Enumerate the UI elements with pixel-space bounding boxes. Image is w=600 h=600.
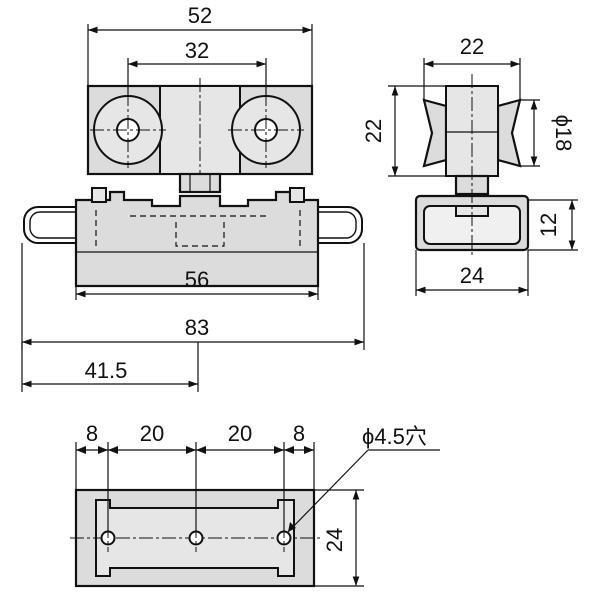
dim-bracket-width: 24 — [460, 263, 484, 288]
dim-plan-width: 24 — [322, 528, 347, 552]
dim-base-length: 56 — [185, 267, 209, 292]
dim-overall-length: 83 — [185, 315, 209, 340]
side-dimensions: 22 22 ϕ18 12 24 — [361, 34, 578, 296]
side-right-wheel — [496, 98, 522, 168]
front-dimensions: 52 32 56 83 41.5 — [21, 3, 365, 392]
dim-plan-right-edge: 8 — [293, 421, 305, 446]
dim-top-width: 52 — [188, 3, 212, 28]
side-view — [414, 74, 530, 258]
front-view — [23, 78, 363, 288]
dim-side-height: 22 — [361, 119, 386, 143]
dim-half-length: 41.5 — [85, 358, 128, 383]
side-left-wheel — [422, 98, 448, 168]
dim-plan-pitch-2: 20 — [228, 421, 252, 446]
dim-plan-left-edge: 8 — [86, 421, 98, 446]
dim-plan-pitch-1: 20 — [140, 421, 164, 446]
dim-bracket-height: 12 — [536, 213, 561, 237]
plan-view — [70, 488, 320, 588]
dim-roller-diameter: ϕ18 — [551, 115, 576, 152]
hole-callout: ϕ4.5穴 — [362, 424, 427, 449]
plan-dimensions: 8 20 20 8 ϕ4.5穴 24 — [75, 421, 440, 587]
base-bracket — [74, 190, 320, 288]
hex-nut — [178, 172, 222, 194]
dim-hole-pitch: 32 — [185, 38, 209, 63]
dim-side-width: 22 — [460, 34, 484, 59]
